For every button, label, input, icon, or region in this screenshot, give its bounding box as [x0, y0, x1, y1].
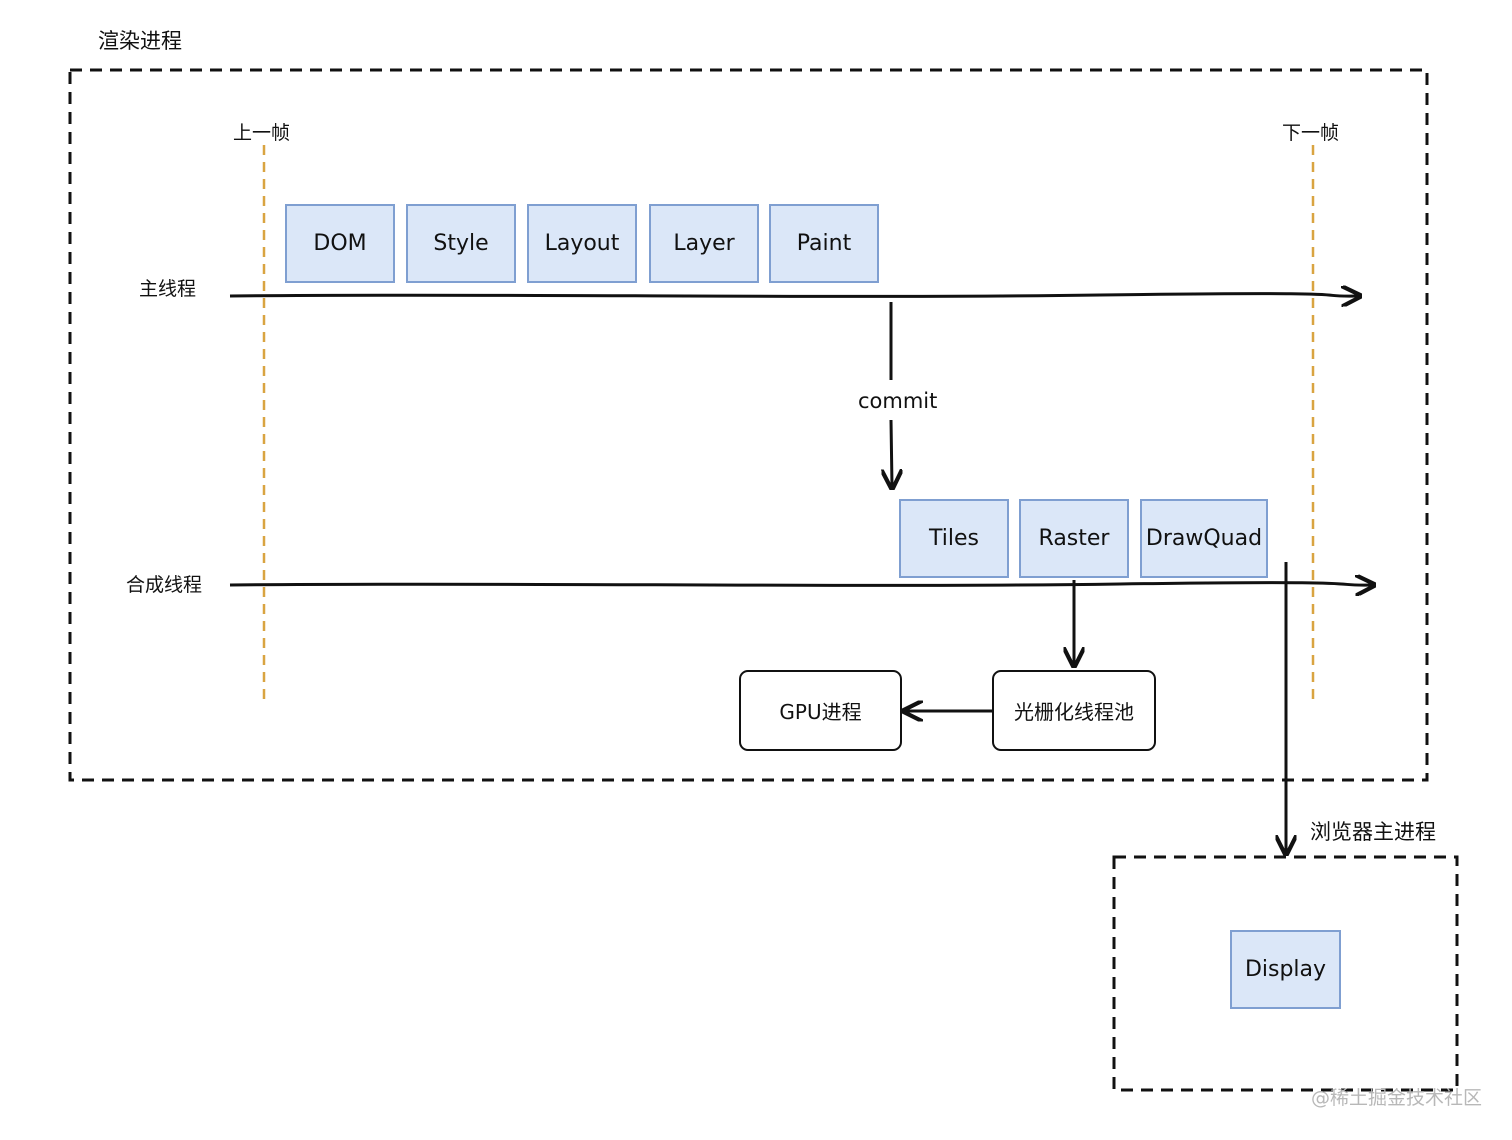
renderer-process-title: 渲染进程: [98, 29, 182, 53]
stage-style: Style: [406, 204, 516, 283]
stage-drawquad: DrawQuad: [1140, 499, 1268, 578]
gpu-process-node: GPU进程: [739, 670, 902, 751]
commit-arrow: [891, 302, 892, 486]
stage-layer: Layer: [649, 204, 759, 283]
browser-process-title: 浏览器主进程: [1310, 820, 1436, 844]
stage-layout: Layout: [527, 204, 637, 283]
watermark-text: @稀土掘金技术社区: [1310, 1087, 1482, 1109]
browser-process-border: [1112, 855, 1459, 1092]
next-frame-label: 下一帧: [1282, 122, 1340, 144]
renderer-process-border: [68, 68, 1429, 782]
main-thread-label: 主线程: [139, 278, 197, 300]
stage-dom: DOM: [285, 204, 395, 283]
raster-thread-pool-node: 光栅化线程池: [992, 670, 1156, 751]
compositor-thread-timeline: [229, 583, 1372, 586]
stage-raster: Raster: [1019, 499, 1129, 578]
stage-display: Display: [1230, 930, 1341, 1009]
prev-frame-label: 上一帧: [233, 122, 291, 144]
commit-label: commit: [856, 389, 940, 413]
stage-paint: Paint: [769, 204, 879, 283]
stage-tiles: Tiles: [899, 499, 1009, 578]
compositor-thread-label: 合成线程: [126, 574, 203, 596]
main-thread-timeline: [229, 294, 1358, 297]
